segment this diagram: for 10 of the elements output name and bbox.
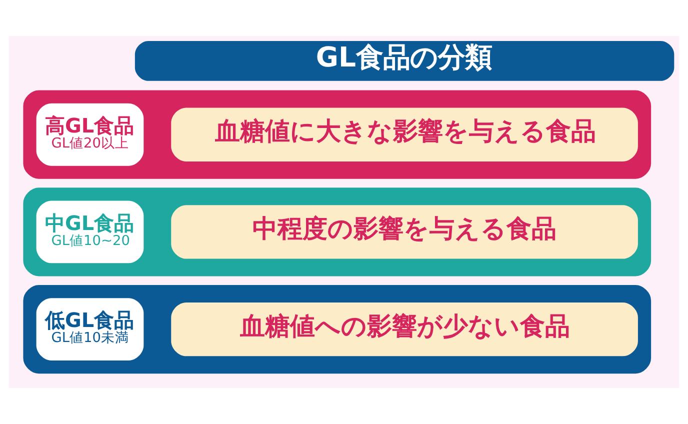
node-box: 低GL食品 GL値10未満 — [36, 298, 144, 361]
cluster — [23, 285, 652, 374]
node-box: 中程度の影響を与える食品 — [171, 205, 638, 259]
cluster — [23, 188, 652, 276]
node-box: 血糖値に大きな影響を与える食品 — [171, 108, 638, 162]
node-box: 血糖値への影響が少ない食品 — [171, 302, 638, 356]
node-box: 中GL食品 GL値10~20 — [36, 200, 144, 264]
node-box: 高GL食品 GL値20以上 — [36, 103, 144, 166]
cluster — [23, 90, 652, 179]
node-box: GL食品の分類 — [134, 41, 674, 81]
